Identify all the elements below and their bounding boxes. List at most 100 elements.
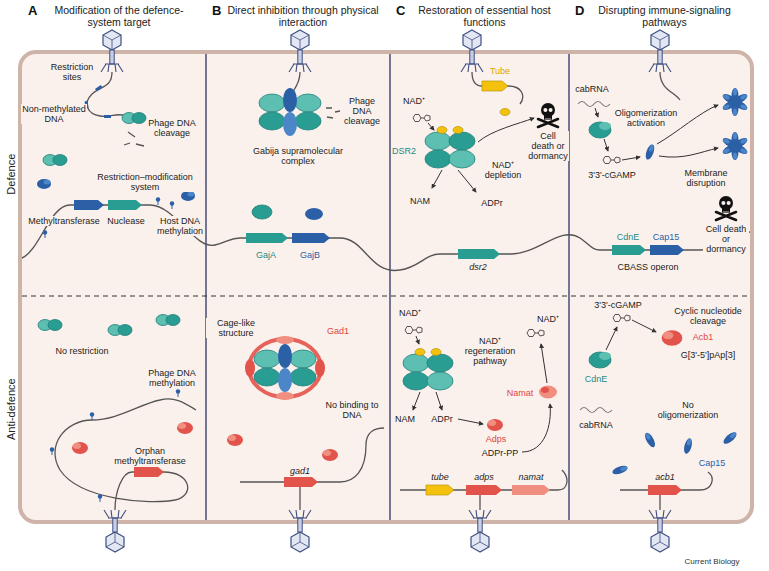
illustration-part: [405, 327, 422, 334]
panel-heading: Disrupting immune-signaling pathways: [589, 4, 740, 28]
annotation-label: Orphan methyltransferase: [109, 446, 191, 466]
illustration-part: [74, 200, 104, 210]
illustration-part: [458, 170, 476, 192]
illustration-part: [604, 139, 608, 151]
illustration-part: [611, 464, 628, 476]
panel: CRestoration of essential host functions: [390, 0, 569, 522]
illustration-part: [541, 387, 549, 393]
annotation-label: acb1: [654, 472, 676, 482]
annotation-label: ADPr-PP: [481, 448, 520, 458]
illustration-part: [632, 320, 656, 332]
illustration-part: [177, 422, 193, 434]
annotation-label: Acb1: [692, 332, 715, 342]
illustration-part: [72, 442, 88, 454]
illustration-part: [108, 325, 132, 336]
annotation-label: adps: [473, 472, 495, 482]
illustration-part: [589, 122, 611, 138]
illustration-part: [425, 132, 475, 168]
illustration-part: [606, 327, 617, 350]
panel: DDisrupting immune-signaling pathways: [569, 0, 750, 522]
annotation-label: No binding to DNA: [321, 400, 383, 420]
annotation-label: Cell death or dormancy: [527, 131, 569, 161]
illustration-part: [522, 404, 550, 452]
illustration-part: [466, 485, 502, 495]
panel-letter: A: [28, 3, 37, 18]
illustration-part: [722, 430, 739, 446]
illustration-part: [322, 449, 338, 461]
annotation-label: Current Biology: [683, 558, 740, 567]
annotation-label: GajA: [255, 250, 277, 260]
annotation-label: NAD⁺: [536, 314, 560, 324]
illustration-part: [436, 392, 442, 410]
illustration-part: [50, 447, 54, 455]
illustration-part: [716, 196, 736, 220]
illustration-part: [437, 127, 447, 134]
annotation-label: gad1: [289, 466, 311, 476]
illustration-part: [649, 510, 671, 552]
annotation-label: dsr2: [468, 262, 488, 272]
annotation-label: Restriction sites: [46, 62, 98, 82]
annotation-label: G[3'-5']pAp[3]: [680, 350, 736, 360]
illustration-part: [170, 201, 174, 209]
illustration-part: [541, 344, 547, 383]
illustration-part: [660, 72, 680, 100]
illustration-part: [246, 233, 288, 243]
illustration-part: [487, 419, 503, 431]
illustration-part: [43, 230, 47, 238]
illustration-part: [134, 467, 164, 477]
illustration-part: [227, 434, 243, 446]
illustration-part: [206, 54, 569, 520]
illustration-part: [55, 399, 196, 510]
panel-letter: B: [212, 3, 221, 18]
annotation-label: Cyclic nucleotide cleavage: [667, 306, 749, 326]
illustration-part: [37, 179, 51, 189]
illustration-part: [512, 485, 550, 495]
illustration-part: [479, 495, 480, 510]
illustration-part: [108, 200, 142, 210]
illustration-part: [326, 108, 340, 118]
illustration-part: [589, 352, 611, 368]
illustration-part: [458, 249, 500, 259]
panel: BDirect inhibition through physical inte…: [206, 0, 390, 522]
annotation-label: Phage DNA cleavage: [341, 96, 383, 126]
illustration-part: [472, 72, 523, 104]
illustration-part: [315, 359, 325, 377]
illustration-part: [292, 233, 330, 243]
illustration-part: [156, 197, 160, 205]
illustration-part: [43, 155, 67, 166]
illustration-part: [90, 412, 94, 420]
annotation-label: Phage DNA cleavage: [147, 118, 197, 138]
annotation-label: Cage-like structure: [206, 318, 266, 338]
illustration-part: [431, 349, 441, 356]
annotation-label: namat: [517, 472, 544, 482]
annotation-label: cabRNA: [574, 84, 610, 94]
annotation-label: NAM: [394, 414, 416, 424]
illustration-part: [432, 170, 442, 188]
illustration-part: [305, 208, 323, 220]
illustration-part: [104, 510, 126, 552]
illustration-part: [659, 148, 718, 157]
illustration-part: [595, 108, 598, 117]
annotation-label: 3'3'-cGAMP: [593, 300, 642, 310]
illustration-part: [413, 115, 430, 122]
illustration-part: [426, 485, 454, 495]
illustration-part: [500, 109, 510, 116]
illustration-part: [538, 103, 558, 127]
annotation-label: Gad1: [326, 326, 350, 336]
annotation-label: DSR2: [391, 146, 417, 156]
illustration-part: [156, 315, 180, 326]
illustration-part: [124, 132, 144, 146]
annotation-label: Cap15: [652, 232, 681, 242]
illustration-part: [482, 81, 508, 91]
annotation-label: CdnE: [616, 232, 641, 242]
annotation-label: Non-methylated DNA: [21, 104, 87, 124]
illustration-part: [721, 88, 749, 116]
illustration-part: [98, 494, 102, 502]
annotation-label: NAD⁺: [402, 96, 426, 106]
annotation-label: 3'3'-cGAMP: [587, 170, 636, 180]
row-label: Defence: [5, 153, 17, 196]
annotation-label: GajB: [299, 250, 321, 260]
annotation-label: cabRNA: [578, 420, 614, 430]
illustration-part: [428, 123, 434, 130]
illustration-part: [478, 118, 534, 142]
